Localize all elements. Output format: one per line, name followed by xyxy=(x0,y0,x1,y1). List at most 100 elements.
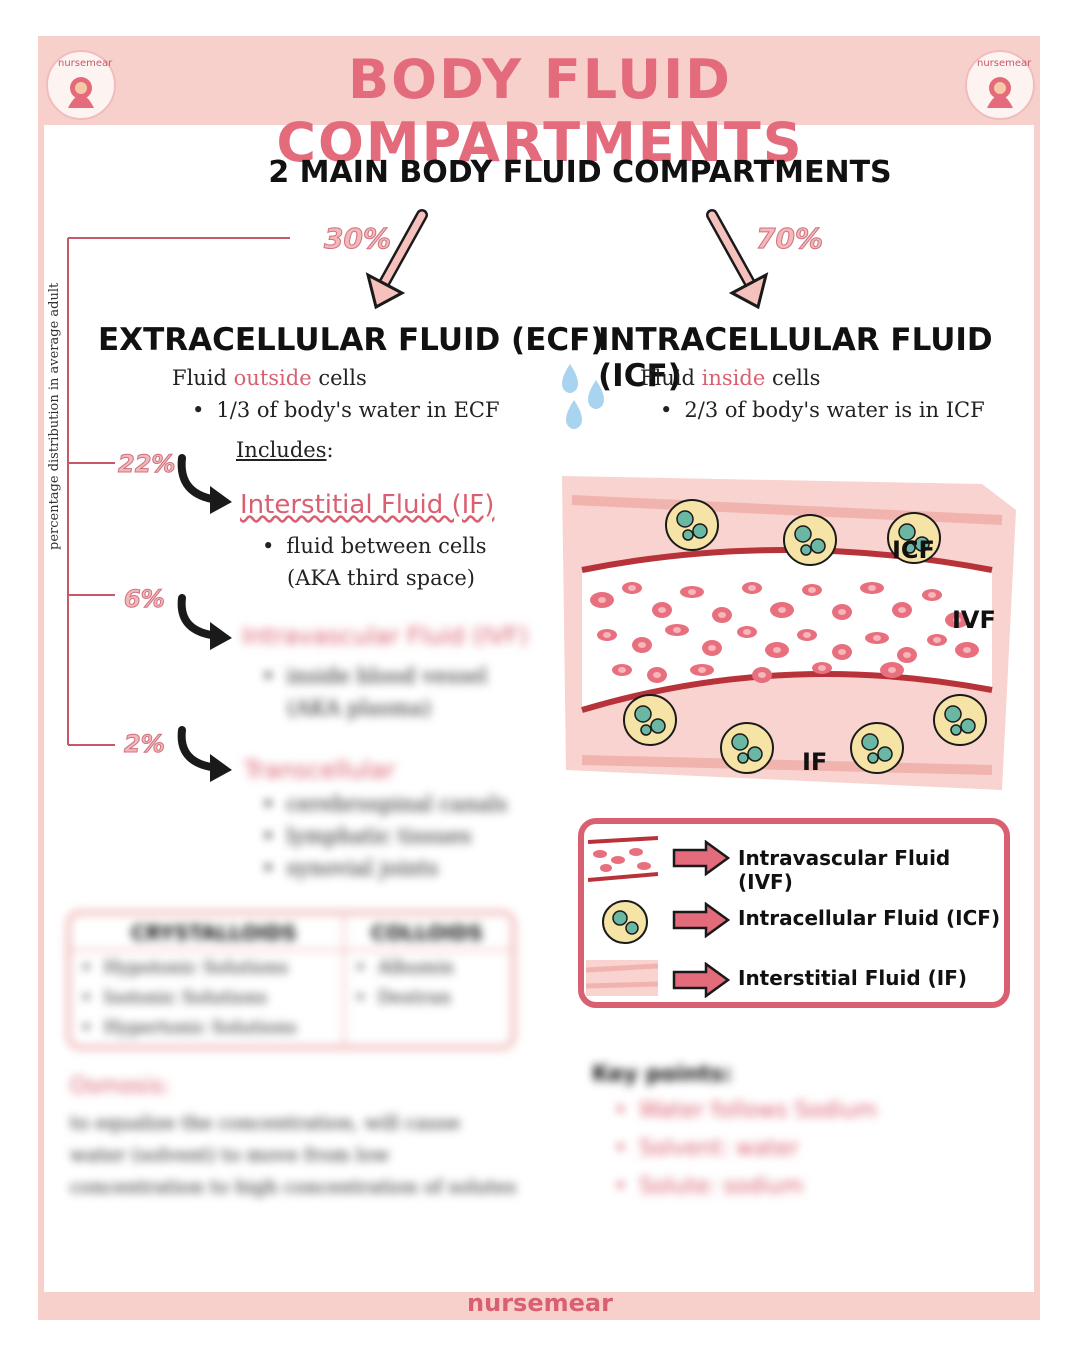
ecf-description: Fluid outside cells xyxy=(172,366,367,390)
logo-right: nursemear xyxy=(965,50,1035,120)
ecf-desc-prefix: Fluid xyxy=(172,366,234,390)
ecf-desc-suffix: cells xyxy=(311,366,367,390)
key-point: Water follows Sodium xyxy=(614,1098,877,1123)
icf-title: INTRACELLULAR FLUID (ICF) xyxy=(598,322,993,394)
legend-item-if: Interstitial Fluid (IF) xyxy=(738,966,967,990)
red-blood-cell-center xyxy=(933,637,941,643)
transcellular-item: cerebrospinal canals xyxy=(262,792,507,816)
icf-percent: 70% xyxy=(755,222,824,256)
ecf-title: EXTRACELLULAR FLUID (ECF) xyxy=(98,322,605,358)
transcellular-title: Transcellular xyxy=(244,756,396,784)
body-cell xyxy=(850,722,904,774)
page-title: BODY FLUID COMPARTMENTS xyxy=(276,48,804,174)
logo-text: nursemear xyxy=(977,58,1032,69)
main-heading: 2 MAIN BODY FLUID COMPARTMENTS xyxy=(268,155,892,190)
red-blood-cell-center xyxy=(758,672,766,678)
red-blood-cell-center xyxy=(773,647,781,653)
interstitial-bullet-cont: (AKA third space) xyxy=(287,566,475,590)
interstitial-title: Interstitial Fluid (IF) xyxy=(240,490,495,520)
body-cells xyxy=(623,499,987,774)
body-cell xyxy=(887,512,941,564)
icf-desc-suffix: cells xyxy=(765,366,821,390)
red-blood-cell-center xyxy=(818,665,826,671)
red-blood-cell-center xyxy=(618,667,626,673)
intravascular-bullet-cont: (AKA plasma) xyxy=(287,696,432,720)
table-cell: Hypertonic Solutions xyxy=(81,1017,297,1038)
red-blood-cell-center xyxy=(598,597,606,603)
osmosis-line: concentration to high concentration of s… xyxy=(70,1176,517,1198)
ecf-desc-highlight: outside xyxy=(233,366,312,390)
table-divider xyxy=(71,949,511,951)
red-blood-cell-center xyxy=(803,632,811,638)
key-point: Solvent: water xyxy=(614,1136,799,1161)
red-blood-cell-center xyxy=(868,585,876,591)
ecf-bullet: 1/3 of body's water in ECF xyxy=(192,398,499,422)
red-blood-cell-center xyxy=(603,632,611,638)
transcellular-item: synovial joints xyxy=(262,856,438,880)
body-cell xyxy=(720,722,774,774)
legend-item-ivf: Intravascular Fluid (IVF) xyxy=(738,846,951,894)
red-blood-cell-center xyxy=(638,642,646,648)
table-cell: Albumin xyxy=(355,957,454,978)
legend-arrow-icon xyxy=(672,962,730,998)
footer-brand: nursemear xyxy=(467,1289,613,1317)
body-cell xyxy=(933,694,987,746)
red-blood-cell-center xyxy=(903,652,911,658)
red-blood-cell-center xyxy=(748,585,756,591)
includes-label: Includes: xyxy=(236,438,334,462)
red-blood-cell-center xyxy=(708,645,716,651)
transcellular-item: lymphatic tissues xyxy=(262,824,471,848)
red-blood-cell-center xyxy=(963,647,971,653)
intravascular-title: Intravascular Fluid (IVF) xyxy=(242,622,529,650)
label-ivf: IVF xyxy=(952,606,996,634)
red-blood-cell-center xyxy=(658,607,666,613)
icf-desc-highlight: inside xyxy=(701,366,766,390)
red-blood-cell-center xyxy=(928,592,936,598)
table-cell: Hypotonic Solutions xyxy=(81,957,289,978)
arrow-icf-icon xyxy=(706,209,769,310)
key-point: Solute: sodium xyxy=(614,1174,803,1199)
icf-description: Fluid inside cells xyxy=(640,366,820,390)
legend-item-icf: Intracellular Fluid (ICF) xyxy=(738,906,1001,930)
red-blood-cell-center xyxy=(778,607,786,613)
table-divider xyxy=(343,915,345,1045)
red-blood-cell-center xyxy=(838,649,846,655)
red-blood-cell-center xyxy=(898,607,906,613)
body-cell xyxy=(783,514,837,566)
legend: Intravascular Fluid (IVF) Intracellular … xyxy=(578,818,1010,1008)
curved-arrow-icon xyxy=(177,726,232,782)
red-blood-cell-center xyxy=(673,627,681,633)
red-blood-cell-center xyxy=(653,672,661,678)
body-cell xyxy=(665,499,719,551)
interstitial-bullet: fluid between cells xyxy=(262,534,486,558)
table-cell: Isotonic Solutions xyxy=(81,987,268,1008)
label-if: IF xyxy=(802,748,828,776)
legend-arrow-icon xyxy=(672,840,730,876)
table-cell: Dextran xyxy=(355,987,451,1008)
osmosis-line: to equalize the concentration, will caus… xyxy=(70,1112,461,1134)
body-cell xyxy=(623,694,677,746)
icf-desc-prefix: Fluid xyxy=(640,366,702,390)
legend-if-swatch xyxy=(586,960,658,996)
intravascular-bullet: inside blood vessel xyxy=(262,664,487,688)
logo-text: nursemear xyxy=(58,58,113,69)
key-points-title: Key points: xyxy=(592,1062,733,1087)
icf-bullet: 2/3 of body's water is in ICF xyxy=(660,398,984,422)
curved-arrow-icon xyxy=(177,454,232,514)
legend-ivf-swatch xyxy=(588,836,658,884)
red-blood-cell-center xyxy=(953,617,961,623)
distribution-bracket xyxy=(67,237,290,746)
side-label: percentage distribution in average adult xyxy=(47,282,62,550)
table-header: COLLOIDS xyxy=(371,921,483,945)
if-percent: 22% xyxy=(117,450,176,479)
water-drops-icon xyxy=(562,364,604,429)
vessel-diagram xyxy=(562,476,1016,790)
red-blood-cell-center xyxy=(688,589,696,595)
table-header: CRYSTALLOIDS xyxy=(131,921,297,945)
logo-left: nursemear xyxy=(46,50,116,120)
includes-text: Includes xyxy=(236,438,327,462)
legend-icf-swatch xyxy=(602,900,648,944)
red-blood-cells xyxy=(590,582,979,683)
red-blood-cell-center xyxy=(838,609,846,615)
curved-arrow-icon xyxy=(177,594,232,650)
